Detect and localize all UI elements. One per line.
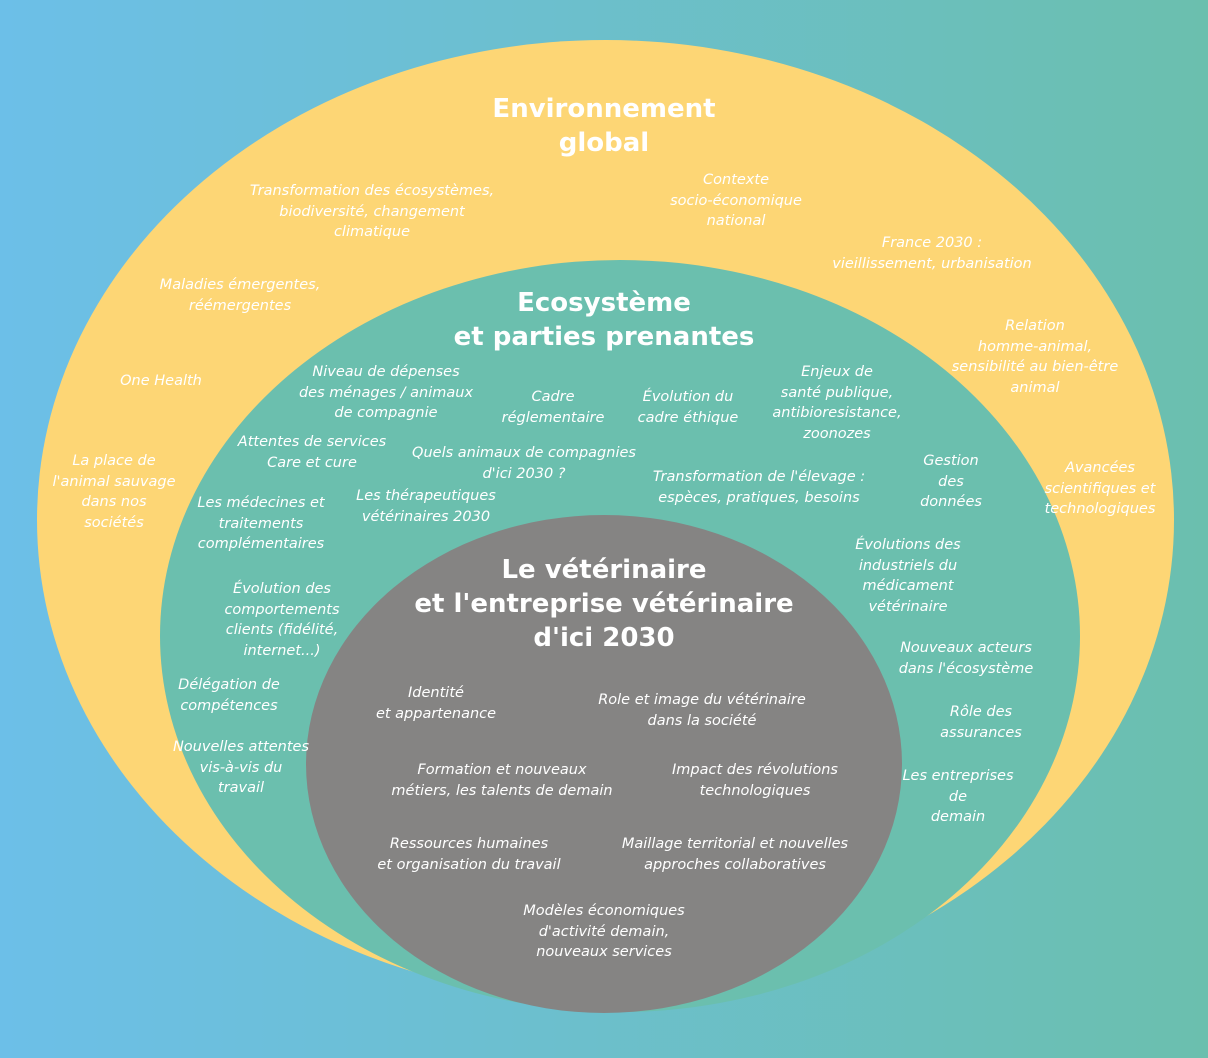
middle-item-gestion-donnees: Gestion des données [920,453,982,510]
middle-item-delegation: Délégation de compétences [178,677,280,714]
middle-item-industriels: Évolutions des industriels du médicament… [855,537,961,615]
middle-item-animaux-compagnie: Quels animaux de compagnies d'ici 2030 ? [412,445,636,482]
inner-ring-title: Le vétérinaire et l'entreprise vétérinai… [414,555,794,653]
outer-ring-title: Environnement global [492,94,716,158]
middle-item-medecines: Les médecines et traitements complémenta… [197,495,325,552]
inner-ring-veterinaire [306,515,902,1013]
inner-item-modeles-economiques: Modèles économiques d'activité demain, n… [523,903,685,960]
outer-item-france-2030: France 2030 : vieillissement, urbanisati… [832,235,1032,272]
middle-item-depenses: Niveau de dépenses des ménages / animaux… [298,364,474,421]
middle-item-nouveaux-acteurs: Nouveaux acteurs dans l'écosystème [898,640,1034,677]
outer-item-relation: Relation homme-animal, sensibilité au bi… [951,318,1119,396]
inner-item-identite: Identité et appartenance [375,685,497,722]
outer-item-contexte: Contexte socio-économique national [670,172,802,229]
middle-item-therapeutiques: Les thérapeutiques vétérinaires 2030 [356,488,496,525]
inner-item-maillage: Maillage territorial et nouvelles approc… [621,836,849,873]
middle-ring-title: Ecosystème et parties prenantes [453,288,755,352]
outer-item-ecosystemes: Transformation des écosystèmes, biodiver… [249,183,495,240]
middle-item-cadre-ethique: Évolution du cadre éthique [637,389,739,426]
middle-item-attentes-services: Attentes de services Care et cure [237,434,387,471]
middle-item-entreprises-demain: Les entreprises de demain [902,768,1014,825]
outer-item-maladies: Maladies émergentes, réémergentes [159,277,321,314]
middle-item-elevage: Transformation de l'élevage : espèces, p… [652,469,866,506]
middle-item-assurances: Rôle des assurances [940,704,1022,741]
inner-item-revolutions: Impact des révolutions technologiques [672,762,838,799]
middle-item-comportements: Évolution des comportements clients (fid… [224,581,340,659]
outer-item-animal-sauvage: La place de l'animal sauvage dans nos so… [52,453,176,531]
inner-item-ressources-humaines: Ressources humaines et organisation du t… [377,836,561,873]
middle-item-cadre-reglementaire: Cadre réglementaire [501,389,605,426]
inner-item-formation: Formation et nouveaux métiers, les talen… [391,762,613,799]
inner-item-role-image: Role et image du vétérinaire dans la soc… [598,692,806,729]
outer-item-one-health: One Health [120,373,202,389]
middle-item-attentes-travail: Nouvelles attentes vis-à-vis du travail [172,739,310,796]
outer-item-avancees: Avancées scientifiques et technologiques [1044,460,1156,517]
middle-item-sante-publique: Enjeux de santé publique, antibioresista… [772,364,902,442]
